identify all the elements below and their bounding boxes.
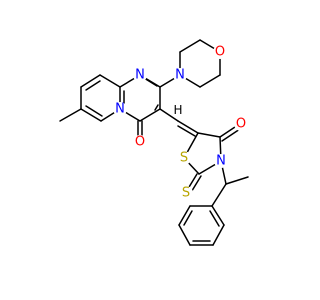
bond	[209, 210, 220, 227]
bond	[159, 108, 179, 122]
bond	[85, 80, 101, 91]
bond	[178, 224, 191, 246]
bond	[211, 183, 227, 207]
atom-labels: N N N O O O S S N H	[113, 45, 248, 201]
bond	[177, 120, 199, 134]
atom-o-carbonyl-right: O	[236, 117, 246, 132]
bond	[212, 224, 225, 246]
bond	[154, 104, 159, 111]
atom-n-thiazolidine: N	[216, 154, 226, 169]
bond	[225, 176, 249, 185]
atom-o-morpholine: O	[215, 45, 225, 60]
molecule-structure: N N N O O O S S N H	[59, 39, 249, 246]
bond	[99, 74, 121, 88]
bond	[183, 210, 193, 226]
bond	[80, 74, 101, 88]
bonds	[59, 39, 249, 246]
atom-s-thioxo: S	[182, 186, 190, 201]
bond	[139, 108, 161, 122]
atom-n-pyrimidine: N	[135, 68, 145, 83]
bond	[143, 77, 158, 87]
bond	[197, 132, 221, 138]
atom-n-morpholine: N	[175, 68, 185, 83]
bond	[199, 74, 221, 88]
bond	[80, 108, 102, 122]
bond	[178, 205, 191, 226]
bond	[221, 128, 241, 142]
atom-n-bridgehead: N	[115, 102, 125, 117]
bond	[179, 39, 201, 53]
atom-s-ring: S	[180, 151, 188, 166]
atom-h-methine: H	[173, 103, 182, 117]
atom-o-carbonyl-left: O	[135, 135, 145, 150]
bond	[59, 108, 82, 122]
bond	[211, 205, 225, 226]
bond	[177, 125, 196, 137]
bond	[85, 105, 103, 117]
